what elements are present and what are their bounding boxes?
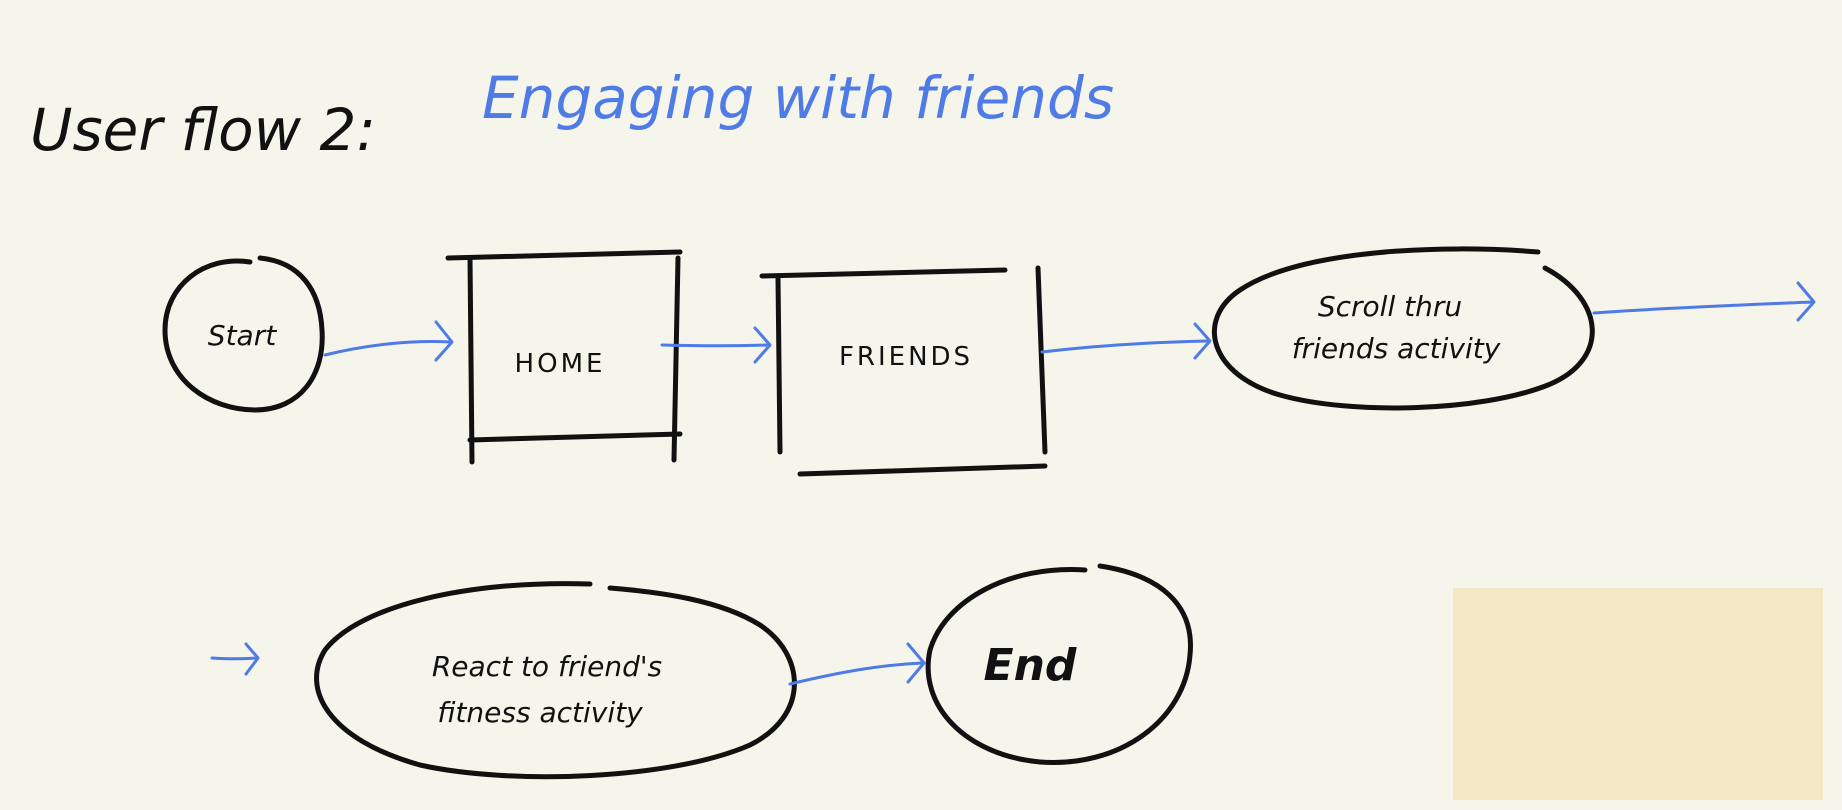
arrowhead-scroll-out [1796, 281, 1816, 322]
home-rect-top [445, 249, 683, 261]
friends-rect-bottom [797, 463, 1048, 477]
end-node: End [925, 563, 1193, 765]
arrowhead-home-friends [753, 326, 772, 364]
start-label: Start [208, 319, 277, 352]
scroll-label-line2: friends activity [1292, 332, 1501, 365]
react-label-line1: React to friend's [432, 650, 662, 683]
scroll-label-line1: Scroll thru [1318, 290, 1462, 323]
title-prefix: User flow 2: [30, 96, 376, 164]
connector-scroll-out [1592, 300, 1814, 315]
arrowhead-react-end [906, 642, 926, 684]
friends-rect-top [759, 267, 1008, 279]
edge-friends-scroll [1040, 322, 1212, 360]
end-circle [925, 563, 1193, 765]
friends-rect-right [1035, 265, 1048, 455]
arrowhead-friends-scroll [1193, 322, 1212, 360]
home-rect-left [467, 255, 475, 465]
start-node: Start [162, 255, 325, 413]
arrowhead-into-react [244, 642, 260, 676]
edge-home-friends [660, 326, 772, 364]
friends-label: FRIENDS [839, 342, 973, 372]
react-label-line2: fitness activity [437, 696, 643, 729]
home-rect-right [671, 255, 681, 463]
start-circle [162, 255, 325, 413]
end-label: End [984, 640, 1077, 691]
title-highlight: Engaging with friends [482, 64, 1114, 132]
edge-start-home [323, 320, 454, 362]
connector-into-react [210, 656, 258, 661]
home-rect-bottom [467, 431, 683, 443]
edge-scroll-continue [1592, 281, 1816, 322]
home-node: HOME [445, 249, 683, 465]
edge-continue-react [210, 642, 260, 676]
friends-rect-left [775, 275, 783, 455]
scroll-node: Scroll thru friends activity [1212, 246, 1595, 411]
connector-start-home [323, 340, 452, 357]
react-node: React to friend's fitness activity [314, 581, 797, 780]
friends-node: FRIENDS [759, 265, 1048, 477]
sticky-note [1453, 588, 1823, 800]
connector-react-end [788, 661, 924, 686]
edge-react-end [788, 642, 926, 686]
react-ellipse [314, 581, 797, 780]
arrowhead-start-home [434, 320, 454, 362]
scroll-ellipse [1212, 246, 1595, 411]
connector-home-friends [660, 343, 770, 348]
connector-friends-scroll [1040, 339, 1210, 354]
home-label: HOME [515, 349, 606, 379]
